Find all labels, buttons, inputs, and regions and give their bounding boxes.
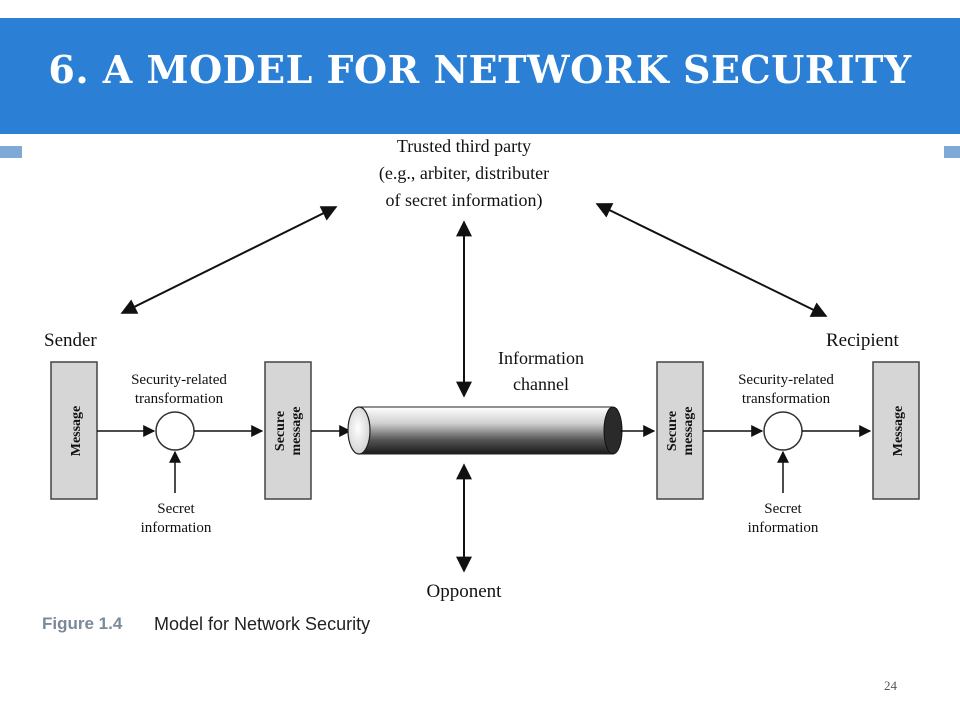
sender-trusted-arrow [120,206,338,314]
opponent-label: Opponent [427,581,503,602]
right-transform-line2: transformation [742,391,831,407]
right-transform-line1: Security-related [738,372,834,388]
recipient-label: Recipient [826,330,900,351]
trusted-party-line1: Trusted third party [397,136,531,156]
left-secure-line2: message [289,407,304,456]
left-secure-line1: Secure [273,411,288,451]
left-secure-message-box [264,361,312,500]
accent-bar-left [0,146,22,158]
left-secret-line2: information [141,520,212,536]
information-channel-pipe [347,406,623,455]
sender-label: Sender [44,330,97,351]
right-transform-circle [763,411,803,451]
trusted-party-line2: (e.g., arbiter, distributer [379,163,549,184]
left-transform-line1: Security-related [131,372,227,388]
title-band [0,18,960,134]
left-transform-circle [155,411,195,451]
right-secret-line2: information [748,520,819,536]
figure-caption: Model for Network Security [154,614,371,634]
right-secure-line1: Secure [665,411,680,451]
figure-number: Figure 1.4 [42,614,123,633]
channel-label-line1: Information [498,348,584,368]
left-message-label: Message [69,406,84,457]
right-secret-line1: Secret [764,501,802,517]
trusted-party-line3: of secret information) [386,190,543,211]
right-message-label: Message [891,406,906,457]
channel-label-line2: channel [513,374,569,394]
right-secure-line2: message [681,407,696,456]
left-secret-line1: Secret [157,501,195,517]
left-message-box [50,361,98,500]
page-number: 24 [884,678,897,693]
left-transform-line2: transformation [135,391,224,407]
recipient-trusted-arrow [595,203,828,317]
right-message-box [872,361,920,500]
slide-title: 6. A MODEL FOR NETWORK SECURITY [48,46,912,92]
right-secure-message-box [656,361,704,500]
